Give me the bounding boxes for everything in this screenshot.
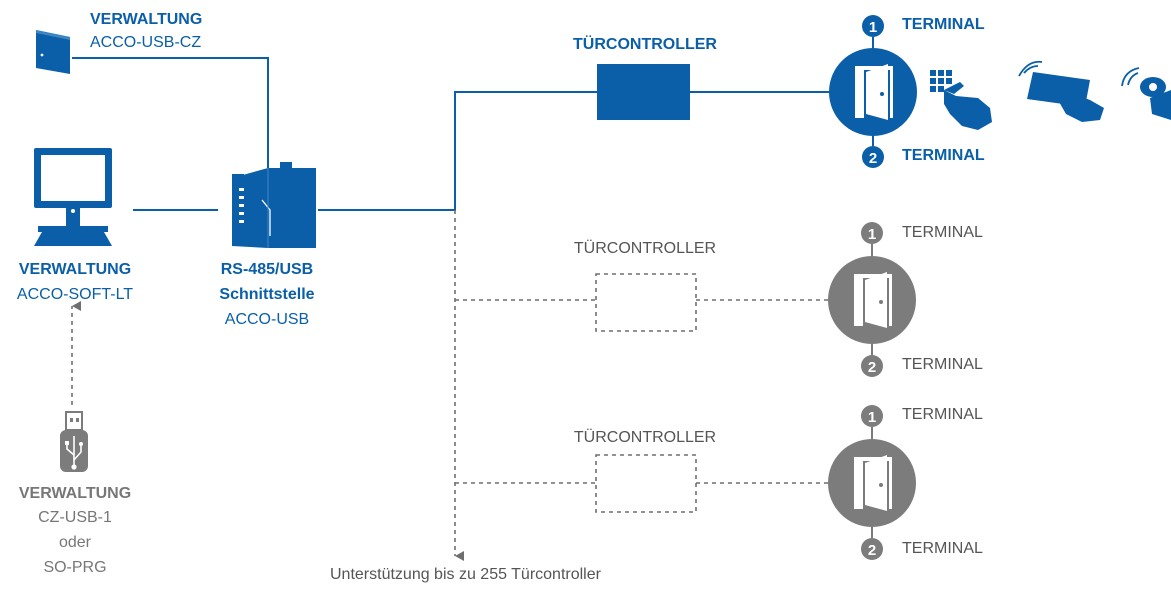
- door-icon: [828, 439, 916, 527]
- interface-name-line2: Schnittstelle: [219, 286, 315, 303]
- admin-pc-model: ACCO-SOFT-LT: [16, 286, 134, 303]
- terminal-1-label: TERMINAL: [902, 224, 983, 241]
- terminal-number-badge: 1: [861, 405, 883, 427]
- proximity-card-icon: [1018, 60, 1104, 122]
- svg-text:2: 2: [869, 150, 877, 167]
- wall-module-icon: [36, 30, 70, 74]
- keypad-touch-icon: [930, 70, 992, 130]
- line-interface-to-controller: [318, 91, 597, 211]
- admin-usb-line2: oder: [58, 534, 92, 551]
- door-icon: [828, 256, 916, 344]
- terminal-number-badge: 2: [861, 538, 883, 560]
- controller-3-label: TÜRCONTROLLER: [573, 429, 717, 446]
- interface-model: ACCO-USB: [224, 311, 310, 328]
- svg-text:1: 1: [868, 409, 876, 426]
- admin-usb-line3: SO-PRG: [43, 559, 107, 576]
- terminal-number-badge: 1: [861, 222, 883, 244]
- interface-name-line1: RS-485/USB: [220, 261, 314, 278]
- terminal-number-badge: 1: [862, 15, 884, 37]
- line-wall-module-to-interface: [72, 57, 269, 168]
- admin-top-title: VERWALTUNG: [90, 11, 203, 28]
- terminal-2-label: TERMINAL: [902, 540, 983, 557]
- terminal-1-label: TERMINAL: [902, 16, 985, 33]
- bus-lines: [72, 57, 832, 211]
- footer-note: Unterstützung bis zu 255 Türcontroller: [330, 566, 601, 583]
- controller-2-label: TÜRCONTROLLER: [573, 240, 717, 257]
- terminal-number-badge: 2: [861, 355, 883, 377]
- controller-1-label: TÜRCONTROLLER: [573, 36, 717, 53]
- door-icon: [829, 48, 917, 136]
- door-controller-box-3: [595, 454, 697, 513]
- terminal-number-badge: 2: [862, 146, 884, 168]
- admin-usb-title: VERWALTUNG: [18, 485, 132, 502]
- svg-text:2: 2: [868, 542, 876, 559]
- admin-usb-line1: CZ-USB-1: [38, 509, 112, 526]
- svg-text:2: 2: [868, 359, 876, 376]
- door-controller-box-1: [597, 64, 690, 120]
- svg-text:1: 1: [868, 226, 876, 243]
- usb-stick-icon: [60, 411, 88, 472]
- interface-module-icon: [232, 162, 316, 248]
- terminal-2-label: TERMINAL: [902, 147, 985, 164]
- computer-icon: [34, 148, 112, 246]
- admin-top-model: ACCO-USB-CZ: [90, 34, 202, 51]
- svg-text:1: 1: [869, 19, 877, 36]
- dashed-lines: [71, 210, 830, 561]
- door-controller-box-2: [595, 273, 697, 332]
- terminal-2-label: TERMINAL: [902, 356, 983, 373]
- proximity-tag-icon: [1121, 67, 1171, 120]
- terminal-1-label: TERMINAL: [902, 406, 983, 423]
- admin-pc-title: VERWALTUNG: [18, 261, 132, 278]
